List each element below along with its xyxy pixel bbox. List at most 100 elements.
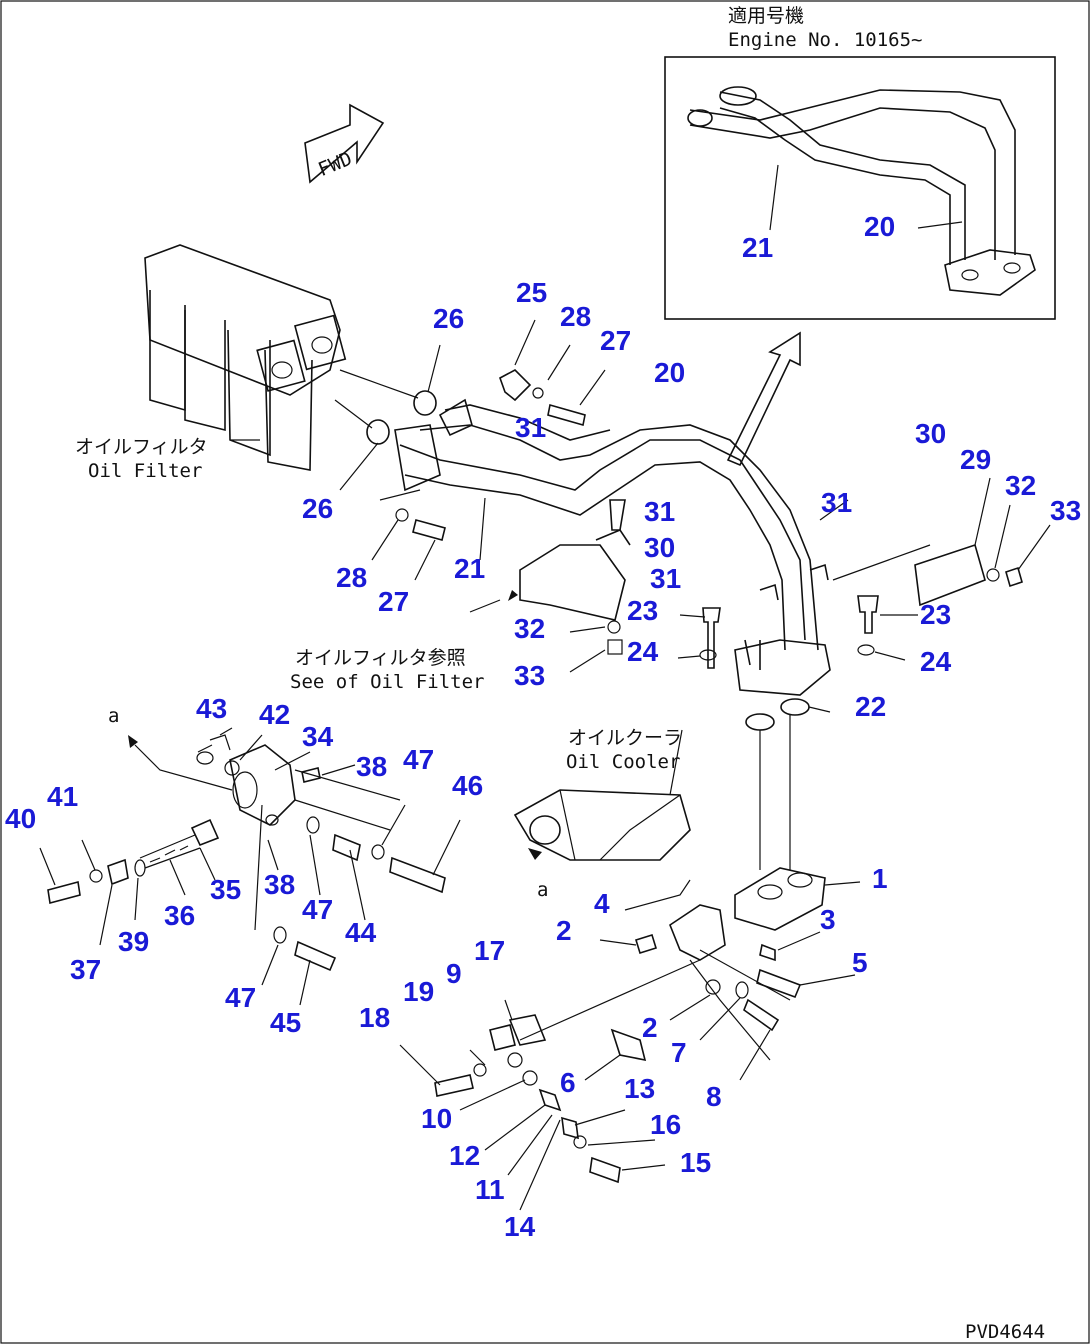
bolt-27-lower (412, 519, 446, 541)
bolt-5 (756, 968, 802, 999)
clamp-31-c (759, 583, 779, 601)
part-label: 26 (433, 303, 464, 334)
part-label: 35 (210, 874, 241, 905)
bolt-27-upper (547, 403, 586, 427)
part-label: 31 (644, 496, 675, 527)
part-label: 16 (650, 1109, 681, 1140)
washer-28-lower (395, 508, 409, 522)
ref-a-top: a (108, 705, 119, 727)
bolt-3 (759, 943, 776, 962)
part-label: 8 (706, 1081, 722, 1112)
part-label: 25 (516, 277, 547, 308)
bracket-30 (519, 544, 626, 621)
oil-cooler-assembly (513, 729, 691, 861)
bolt-40 (47, 880, 81, 905)
ref-a-bottom: a (537, 879, 548, 901)
washer-47-lower (273, 926, 287, 944)
flange-1 (734, 867, 826, 931)
oring-39 (134, 859, 146, 877)
part-label: 23 (920, 599, 951, 630)
direction-arrow-icon (726, 331, 801, 467)
part-label: 23 (627, 595, 658, 626)
part-label: 2 (642, 1012, 658, 1043)
washer-47-mid (306, 816, 320, 834)
part-label: 28 (336, 562, 367, 593)
bolt-46 (389, 856, 446, 894)
part-label: 36 (164, 900, 195, 931)
sleeve-44 (332, 833, 361, 862)
fwd-arrow-icon: FWD (304, 103, 385, 184)
washer-24-center (699, 649, 717, 661)
bolt-23-right (857, 595, 879, 634)
part-label: 11 (475, 1174, 505, 1205)
washer-32 (607, 620, 621, 634)
inset-label-21: 21 (742, 232, 773, 263)
bolt-18 (434, 1074, 474, 1097)
part-label: 33 (1050, 495, 1081, 526)
valve-body-34 (229, 744, 296, 826)
inset-label-20: 20 (864, 211, 895, 242)
part-label: 27 (600, 325, 631, 356)
clamp-31-b (809, 563, 829, 581)
part-label: 41 (47, 781, 78, 812)
bolt-23-center (702, 607, 721, 669)
ref-a-bottom-arrow-icon (528, 848, 542, 860)
clip-30 (595, 529, 631, 546)
part-label: 30 (915, 418, 946, 449)
part-label: 47 (225, 982, 256, 1013)
bolt-8 (743, 998, 780, 1032)
part-label: 19 (403, 976, 434, 1007)
washer-19 (473, 1063, 487, 1077)
part-label: 44 (345, 917, 377, 948)
part-label: 12 (449, 1140, 480, 1171)
gasket-26-lower (366, 419, 390, 445)
bolt-2-upper (635, 933, 657, 955)
part-label: 24 (920, 646, 952, 677)
part-label: 17 (474, 935, 505, 966)
plug-37 (107, 858, 129, 886)
part-label: 3 (820, 904, 836, 935)
part-number-labels: 26 25 28 27 20 31 26 31 30 28 21 27 30 3… (5, 277, 1081, 1242)
oil-cooler-caption-jp: オイルクーラ (568, 727, 682, 749)
part-label: 5 (852, 947, 868, 978)
ref-a-top-arrow-icon (128, 735, 138, 748)
part-label: 32 (514, 613, 545, 644)
footer-code: PVD4644 (965, 1321, 1045, 1343)
part-10 (522, 1070, 538, 1086)
part-label: 9 (446, 958, 462, 989)
clamp-31-a (609, 499, 626, 531)
part-label: 40 (5, 803, 36, 834)
fwd-label: FWD (315, 148, 355, 181)
part-label: 28 (560, 301, 591, 332)
oil-filter-assembly (144, 244, 347, 471)
washer-41 (89, 869, 103, 883)
part-label: 34 (302, 721, 334, 752)
part-label: 7 (671, 1037, 687, 1068)
oring-43 (196, 751, 214, 765)
part-label: 15 (680, 1147, 711, 1178)
part-label: 39 (118, 926, 149, 957)
part-label: 46 (452, 770, 483, 801)
oil-filter-caption-en: Oil Filter (88, 460, 202, 482)
part-label: 31 (821, 487, 852, 518)
see-oil-filter-caption-en: See of Oil Filter (290, 671, 484, 693)
part-13 (561, 1116, 579, 1140)
washer-24-right (857, 644, 875, 656)
valve-body-17 (508, 1014, 547, 1046)
part-label: 32 (1005, 470, 1036, 501)
spring-36 (139, 834, 201, 869)
spring-12 (538, 1088, 562, 1112)
clip-25 (499, 369, 532, 402)
bolt-15 (589, 1156, 621, 1184)
part-label: 13 (624, 1073, 655, 1104)
part-label: 47 (302, 894, 333, 925)
washer-28-upper (532, 387, 544, 399)
washer-47-right (371, 844, 385, 860)
oil-cooler-caption-en: Oil Cooler (566, 751, 680, 773)
part-label: 29 (960, 444, 991, 475)
part-label: 45 (270, 1007, 301, 1038)
gasket-22-a (745, 713, 775, 731)
part-label: 18 (359, 1002, 390, 1033)
